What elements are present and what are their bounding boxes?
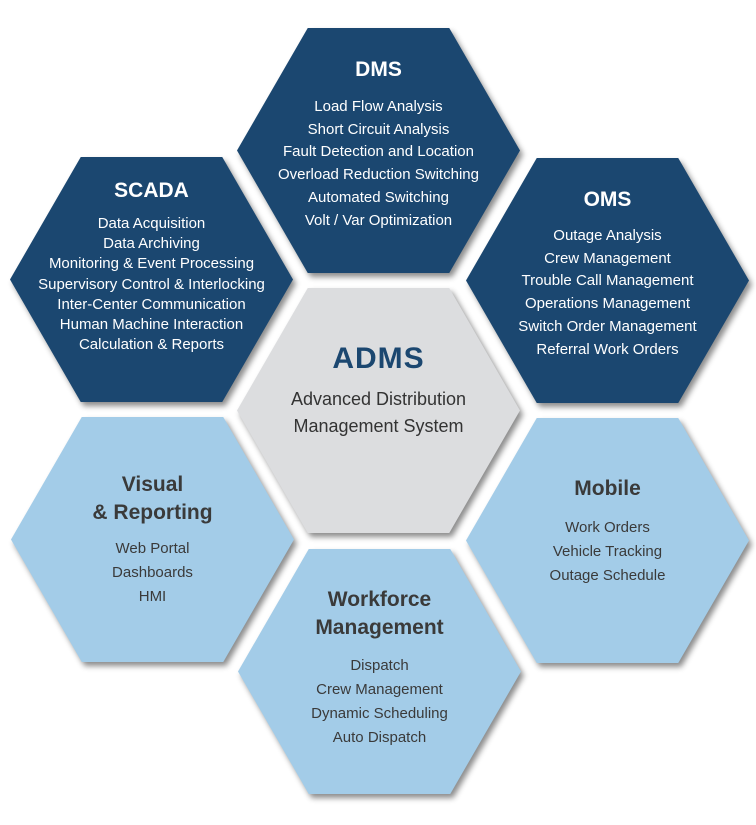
hex-title-line: Management — [315, 616, 444, 639]
hex-item-list: Work Orders Vehicle Tracking Outage Sche… — [550, 516, 666, 588]
hex-item: Monitoring & Event Processing — [48, 255, 255, 273]
hex-item: Outage Analysis — [553, 227, 662, 244]
hex-item: Overload Reduction Switching — [278, 166, 479, 184]
hex-item: Supervisory Control & Interlocking — [38, 275, 265, 293]
hex-item: Crew Management — [544, 249, 671, 267]
hex-item-list: Web Portal Dashboards HMI — [112, 537, 193, 609]
hex-title-line: Visual — [121, 473, 184, 496]
hex-title-line: Workforce — [327, 588, 432, 611]
hex-title: DMS — [355, 58, 402, 81]
hex-item: Switch Order Management — [518, 317, 697, 335]
hex-mobile: Mobile Work Orders Vehicle Tracking Outa… — [466, 418, 749, 663]
hex-item: Human Machine Interaction — [59, 316, 244, 334]
hex-item-list: Load Flow Analysis Short Circuit Analysi… — [278, 96, 479, 232]
hex-title: SCADA — [114, 179, 189, 202]
hex-item: Crew Management — [316, 681, 443, 698]
hexagon-shape — [466, 418, 749, 663]
hex-item: Operations Management — [524, 295, 691, 313]
hex-title-line: & Reporting — [92, 501, 213, 524]
hex-item-list: Dispatch Crew Management Dynamic Schedul… — [311, 654, 448, 750]
hex-title: Visual & Reporting — [92, 471, 212, 527]
hex-item: Trouble Call Management — [521, 272, 694, 290]
hex-title: Workforce Management — [315, 586, 443, 642]
hex-adms-center: ADMS Advanced Distribution Management Sy… — [237, 288, 520, 533]
hex-item-list: Data Acquisition Data Archiving Monitori… — [38, 214, 265, 355]
hex-oms: OMS Outage Analysis Crew Management Trou… — [466, 158, 749, 403]
hex-item: Short Circuit Analysis — [307, 120, 450, 138]
hexagon-shape — [466, 158, 749, 403]
hex-item: Web Portal — [115, 540, 190, 557]
hex-workforce-management: Workforce Management Dispatch Crew Manag… — [238, 549, 521, 794]
hexagon-shape — [10, 157, 293, 402]
hex-item: Dispatch — [350, 657, 409, 674]
hex-item: Outage Schedule — [549, 567, 666, 584]
center-title: ADMS — [332, 342, 425, 375]
hex-item: Vehicle Tracking — [552, 543, 663, 560]
center-subtitle-line: Advanced Distribution — [290, 389, 467, 409]
center-subtitle: Advanced Distribution Management System — [291, 386, 466, 440]
hex-item: Calculation & Reports — [78, 336, 225, 354]
hex-item: Volt / Var Optimization — [304, 211, 453, 229]
hex-item: Load Flow Analysis — [314, 98, 443, 115]
hex-item: Automated Switching — [308, 188, 449, 206]
hex-item: Data Archiving — [103, 235, 200, 253]
hex-item: Dynamic Scheduling — [311, 705, 448, 722]
hex-item: Inter-Center Communication — [57, 295, 246, 313]
hex-item-list: Outage Analysis Crew Management Trouble … — [518, 225, 696, 361]
hex-scada: SCADA Data Acquisition Data Archiving Mo… — [10, 157, 293, 402]
hex-item: Auto Dispatch — [332, 729, 427, 746]
hex-title: OMS — [583, 188, 632, 211]
hex-item: Dashboards — [112, 564, 193, 581]
hex-item: Work Orders — [565, 519, 650, 536]
hex-item: Fault Detection and Location — [283, 143, 474, 161]
hex-item: HMI — [138, 588, 167, 605]
hex-dms: DMS Load Flow Analysis Short Circuit Ana… — [237, 28, 520, 273]
hex-item: Referral Work Orders — [536, 340, 679, 358]
hex-title: Mobile — [574, 477, 641, 500]
center-subtitle-line: Management System — [293, 416, 464, 436]
hex-item: Data Acquisition — [97, 215, 206, 232]
hex-visual-reporting: Visual & Reporting Web Portal Dashboards… — [11, 417, 294, 662]
